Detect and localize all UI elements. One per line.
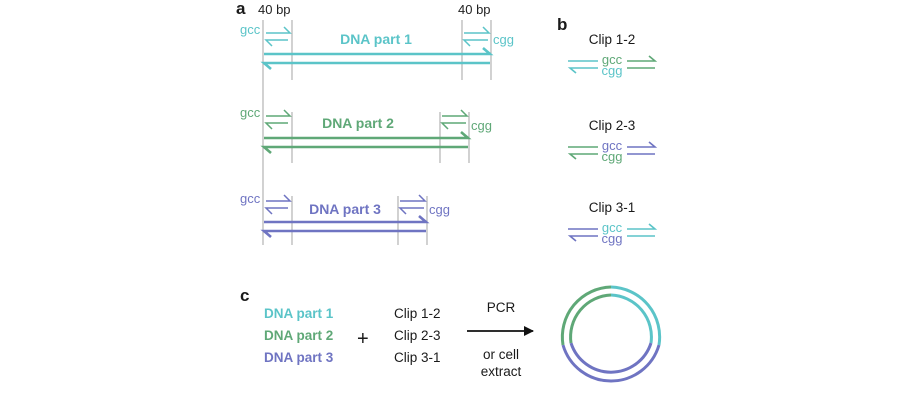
part-2-bottom-strand (260, 145, 468, 154)
circle-outer-seg-part1 (610, 285, 662, 346)
part-3-left-primer-fwd (266, 194, 292, 202)
part-3-right-primer-rev (398, 207, 424, 215)
assembled-circular-dna (560, 285, 662, 383)
reaction-part-1: DNA part 1 (264, 306, 334, 321)
clip-3-1-bottom-left-strand (567, 235, 598, 242)
clip-2-3-top-seq: gcc (602, 138, 623, 153)
plus-sign: + (357, 328, 369, 350)
reaction-alt-label-1: or cell (483, 347, 519, 362)
part-2-left-seq: gcc (240, 105, 261, 120)
circle-inner-seg-part1 (610, 293, 653, 344)
reaction-clip-3-1: Clip 3-1 (394, 350, 441, 365)
clip-3-1: Clip 3-1 gcc cgg (567, 200, 658, 246)
clip-2-3-bottom-seq: cgg (602, 149, 623, 164)
part-3-left-primer-rev (264, 207, 288, 215)
bp-right-label: 40 bp (458, 2, 491, 17)
bp-left-label: 40 bp (258, 2, 291, 17)
part-3-right-primer-fwd (400, 194, 427, 202)
part-1-left-primer-rev (264, 39, 288, 47)
clip-1-2-bottom-seq: cgg (602, 63, 623, 78)
reaction-part-3: DNA part 3 (264, 350, 334, 365)
clip-2-3: Clip 2-3 gcc cgg (567, 118, 658, 164)
part-1-right-primer-rev (462, 39, 488, 47)
circle-inner-seg-part2 (569, 293, 612, 344)
part-3-top-strand (264, 215, 430, 224)
clip-1-2-title: Clip 1-2 (589, 32, 636, 47)
reaction-alt-label-2: extract (481, 364, 522, 379)
part-1-bottom-strand (260, 61, 490, 70)
part-1-right-seq: cgg (493, 32, 514, 47)
dna-part-2-construct: gcc cgg DNA part 2 (240, 105, 492, 154)
part-2-top-strand (264, 131, 472, 140)
reaction-pcr-label: PCR (487, 300, 516, 315)
panel-c-label: c (240, 286, 249, 305)
guide-lines (262, 20, 492, 245)
reaction-inputs-parts: DNA part 1 DNA part 2 DNA part 3 (264, 306, 334, 365)
reaction-clip-2-3: Clip 2-3 (394, 328, 441, 343)
circle-outer-seg-part3 (561, 344, 661, 383)
clip-1-2-top-right-strand (627, 55, 658, 62)
part-2-right-seq: cgg (471, 118, 492, 133)
panel-b-label: b (557, 15, 567, 34)
reaction-part-2: DNA part 2 (264, 328, 333, 343)
part-3-right-seq: cgg (429, 202, 450, 217)
part-1-left-seq: gcc (240, 22, 261, 37)
part-2-right-primer-fwd (442, 109, 469, 117)
part-2-right-primer-rev (440, 122, 466, 130)
circle-outer-seg-part2 (560, 285, 612, 346)
part-2-left-primer-fwd (266, 109, 292, 117)
clip-1-2-top-seq: gcc (602, 52, 623, 67)
panel-a-label: a (236, 0, 246, 18)
clip-3-1-title: Clip 3-1 (589, 200, 636, 215)
part-2-label: DNA part 2 (322, 115, 394, 131)
part-1-top-strand (264, 47, 494, 56)
clip-3-1-top-right-strand (627, 223, 658, 230)
part-1-right-primer-fwd (464, 26, 491, 34)
part-2-left-primer-rev (264, 122, 288, 130)
reaction-clip-1-2: Clip 1-2 (394, 306, 441, 321)
part-1-label: DNA part 1 (340, 31, 412, 47)
clip-1-2-bottom-left-strand (567, 67, 598, 74)
clip-2-3-top-right-strand (627, 141, 658, 148)
clip-2-3-bottom-left-strand (567, 153, 598, 160)
part-3-bottom-strand (260, 229, 426, 238)
part-3-label: DNA part 3 (309, 201, 381, 217)
clip-1-2: Clip 1-2 gcc cgg (567, 32, 658, 78)
circle-inner-seg-part3 (569, 342, 653, 374)
dna-part-1-construct: gcc cgg DNA part 1 (240, 22, 514, 70)
clip-3-1-top-seq: gcc (602, 220, 623, 235)
clip-3-1-bottom-seq: cgg (602, 231, 623, 246)
part-1-left-primer-fwd (266, 26, 292, 34)
part-3-left-seq: gcc (240, 191, 261, 206)
clip-2-3-title: Clip 2-3 (589, 118, 636, 133)
dna-part-3-construct: gcc cgg DNA part 3 (240, 191, 450, 238)
reaction-inputs-clips: Clip 1-2 Clip 2-3 Clip 3-1 (394, 306, 441, 365)
